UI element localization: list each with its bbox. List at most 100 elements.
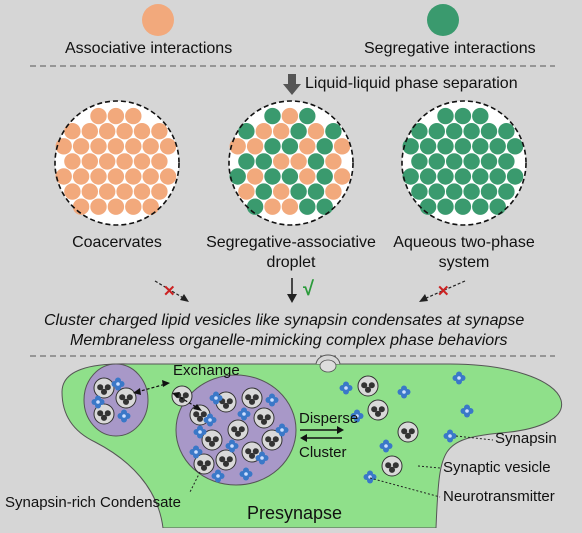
droplet-particle bbox=[316, 168, 333, 185]
synapsin-molecule bbox=[193, 425, 207, 439]
segregative-associative-droplet bbox=[228, 100, 354, 226]
droplet-particle bbox=[64, 153, 81, 170]
droplet-particle bbox=[402, 138, 419, 155]
droplet-particle bbox=[246, 198, 264, 215]
droplet-particle bbox=[72, 198, 90, 215]
droplet-particle bbox=[142, 138, 159, 155]
synapsin-molecule bbox=[237, 407, 251, 421]
droplet-particle bbox=[446, 153, 463, 170]
droplet-particle bbox=[411, 183, 428, 200]
droplet-particle bbox=[437, 107, 454, 125]
droplet-particle bbox=[90, 198, 107, 215]
droplet-particle bbox=[116, 153, 133, 170]
droplet-particle bbox=[480, 153, 498, 170]
synaptic-vesicle bbox=[215, 391, 237, 413]
droplet-particle bbox=[133, 153, 151, 170]
cross-mark-left: ✕ bbox=[163, 283, 176, 300]
synapsin-molecule bbox=[91, 395, 105, 409]
droplet-particle bbox=[64, 123, 81, 140]
droplet-particle bbox=[419, 198, 437, 215]
droplet-particle bbox=[299, 168, 316, 185]
droplet-particle bbox=[264, 107, 281, 125]
droplet-particle bbox=[290, 153, 307, 170]
synapsin-molecule bbox=[397, 385, 411, 399]
cluster-arrow bbox=[300, 434, 342, 442]
statement-line1: Cluster charged lipid vesicles like syna… bbox=[44, 312, 525, 329]
llps-down-arrow bbox=[283, 74, 301, 95]
droplet-particle bbox=[125, 168, 142, 185]
synapsin-molecule bbox=[255, 451, 269, 465]
arrow-atps-to-statement bbox=[419, 280, 466, 302]
synapsin-molecule bbox=[452, 371, 466, 385]
synaptic-vesicle bbox=[381, 455, 403, 477]
neurotransmitter-label: Neurotransmitter bbox=[443, 488, 555, 505]
droplet-particle bbox=[316, 138, 333, 155]
hybrid-label-line2: droplet bbox=[266, 254, 316, 271]
synapsin-molecule bbox=[211, 469, 225, 483]
droplet-particle bbox=[325, 153, 342, 170]
synaptic-vesicle bbox=[261, 429, 283, 451]
droplet-particle bbox=[116, 123, 133, 140]
synapsin-molecule bbox=[339, 381, 353, 395]
droplet-particle bbox=[246, 138, 264, 155]
droplet-particle bbox=[125, 107, 142, 125]
droplet-particle bbox=[428, 183, 445, 200]
droplet-particle bbox=[333, 138, 351, 155]
exchange-arrows bbox=[136, 383, 199, 409]
droplet-particle bbox=[325, 123, 342, 140]
droplet-particle bbox=[463, 183, 480, 200]
droplet-particle bbox=[307, 153, 325, 170]
atps-label-line1: Aqueous two-phase bbox=[393, 234, 535, 251]
associative-legend-circle bbox=[142, 4, 174, 36]
droplet-particle bbox=[133, 123, 151, 140]
synapsin-label: Synapsin bbox=[495, 430, 557, 447]
droplet-particle bbox=[489, 138, 506, 155]
synapsin-molecule bbox=[209, 391, 223, 405]
statement-line2: Membraneless organelle-mimicking complex… bbox=[70, 332, 508, 349]
synaptic-vesicle bbox=[397, 421, 419, 443]
atps-label-line2: system bbox=[438, 254, 490, 271]
disperse-label: Disperse bbox=[299, 410, 359, 427]
droplet-particle bbox=[333, 168, 351, 185]
synaptic-vesicle bbox=[367, 399, 389, 421]
droplet-particle bbox=[142, 198, 159, 215]
droplet-particle bbox=[273, 183, 290, 200]
droplet-particle bbox=[480, 123, 498, 140]
synapsin-molecule bbox=[460, 404, 474, 418]
droplet-particle bbox=[107, 198, 125, 215]
synaptic-vesicle bbox=[357, 375, 379, 397]
droplet-particle bbox=[446, 123, 463, 140]
synaptic-vesicle bbox=[215, 449, 237, 471]
droplet-particle bbox=[454, 168, 472, 185]
droplet-particle bbox=[99, 183, 116, 200]
droplet-particle bbox=[90, 168, 107, 185]
droplet-particle bbox=[72, 168, 90, 185]
arrow-coacervates-to-statement bbox=[154, 280, 189, 302]
synapsin-molecule bbox=[443, 429, 457, 443]
segregative-label: Segregative interactions bbox=[364, 40, 536, 57]
synaptic-vesicle bbox=[241, 387, 263, 409]
droplet-particle bbox=[142, 168, 159, 185]
droplet-particle bbox=[281, 198, 299, 215]
droplet-particle bbox=[281, 138, 299, 155]
droplet-particle bbox=[489, 168, 506, 185]
droplet-particle bbox=[472, 168, 489, 185]
aqueous-two-phase-droplet bbox=[401, 100, 527, 226]
droplet-particle bbox=[472, 198, 489, 215]
droplet-particle bbox=[264, 198, 281, 215]
synapsin-molecule bbox=[265, 393, 279, 407]
arrow-hybrid-to-statement bbox=[287, 278, 297, 303]
synapsin-molecule bbox=[363, 470, 377, 484]
disperse-arrow bbox=[300, 426, 344, 434]
droplet-particle bbox=[159, 138, 177, 155]
condensate-label: Synapsin-rich Condensate bbox=[5, 494, 181, 511]
droplet-particle bbox=[428, 123, 445, 140]
droplet-particle bbox=[229, 168, 246, 185]
synapsin-molecule bbox=[225, 439, 239, 453]
droplet-particle bbox=[411, 123, 428, 140]
synapsin-molecule bbox=[239, 467, 253, 481]
droplet-particle bbox=[246, 168, 264, 185]
synapsin-molecule bbox=[189, 445, 203, 459]
droplet-particle bbox=[107, 107, 125, 125]
